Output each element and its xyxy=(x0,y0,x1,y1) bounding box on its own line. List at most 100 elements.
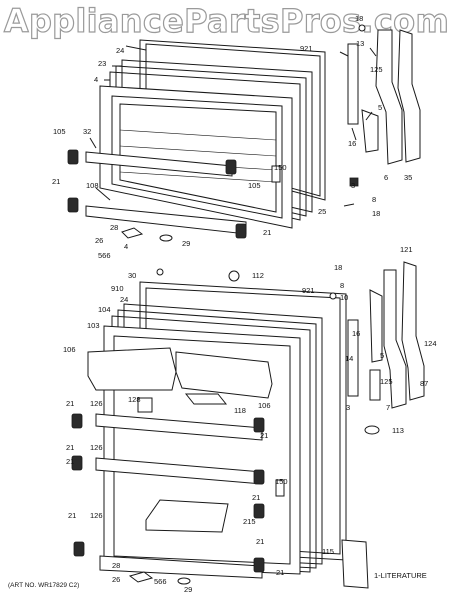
callout-13: 13 xyxy=(356,39,365,48)
dairy-bin-left xyxy=(87,347,177,391)
callout-21-j: 21 xyxy=(276,568,285,577)
callout-115: 115 xyxy=(322,547,334,556)
callout-7: 7 xyxy=(386,403,391,412)
callout-21-e: 21 xyxy=(260,431,269,440)
door-shelf-bottom xyxy=(99,555,263,579)
fresh-hinge-cover xyxy=(347,319,359,397)
shelf-clip-icon xyxy=(253,503,265,519)
shelf-clip-icon xyxy=(67,197,79,213)
shelf-clip-icon xyxy=(73,541,85,557)
callout-126-c: 126 xyxy=(90,511,103,520)
callout-105-b: 105 xyxy=(248,181,261,190)
callout-3: 3 xyxy=(351,181,356,190)
callout-126: 126 xyxy=(90,399,103,408)
callout-23: 23 xyxy=(98,59,107,68)
callout-21-c: 21 xyxy=(66,399,75,408)
callout-113: 113 xyxy=(392,426,404,435)
cam-150b-icon xyxy=(275,479,285,497)
plug-113-icon xyxy=(364,425,380,435)
fresh-food-door-assembly xyxy=(71,261,425,589)
callout-29-b: 29 xyxy=(184,585,193,594)
callout-921: 921 xyxy=(300,44,313,53)
callout-103: 103 xyxy=(87,321,100,330)
callout-18: 18 xyxy=(355,14,364,23)
cam-150-icon xyxy=(271,165,281,183)
screw-icon xyxy=(358,24,366,32)
freezer-hinge-cover xyxy=(347,43,359,125)
screw-921-icon xyxy=(329,292,337,300)
stop-block-icon xyxy=(349,177,359,187)
callout-566-b: 566 xyxy=(154,577,167,586)
callout-21-i: 21 xyxy=(256,537,265,546)
callout-566: 566 xyxy=(98,251,111,260)
plug-29-bottom-icon xyxy=(177,577,191,585)
callout-21: 21 xyxy=(52,177,61,186)
callout-150: 150 xyxy=(274,163,287,172)
callout-32: 32 xyxy=(83,127,92,136)
callout-108: 108 xyxy=(86,181,99,190)
callout-215: 215 xyxy=(243,517,256,526)
callout-105: 105 xyxy=(53,127,66,136)
callout-3-b: 3 xyxy=(346,403,351,412)
shelf-clip-icon xyxy=(235,223,247,239)
callout-26: 26 xyxy=(95,236,104,245)
callout-4: 4 xyxy=(94,75,99,84)
callout-118: 118 xyxy=(234,406,246,415)
plate-26-bottom-icon xyxy=(128,571,154,583)
callout-29: 29 xyxy=(182,239,191,248)
callout-24-b: 24 xyxy=(120,295,129,304)
shelf-clip-icon xyxy=(253,469,265,485)
callout-8-b: 8 xyxy=(340,281,345,290)
screw-30-icon xyxy=(156,268,164,276)
callout-5: 5 xyxy=(378,103,383,112)
callout-literature: 1-LITERATURE xyxy=(374,571,427,580)
callout-35: 35 xyxy=(404,173,413,182)
callout-112: 112 xyxy=(252,271,264,280)
literature-sheet xyxy=(341,539,369,589)
fresh-handle-121 xyxy=(401,261,425,401)
callout-10: 10 xyxy=(340,293,349,302)
hinge-128 xyxy=(137,397,153,413)
top-leader-lines xyxy=(89,45,377,207)
plate-26-icon xyxy=(121,227,144,239)
callout-18-c: 18 xyxy=(334,263,343,272)
callout-921-b: 921 xyxy=(302,286,315,295)
callout-124: 124 xyxy=(424,339,437,348)
shelf-clip-icon xyxy=(71,413,83,429)
cap-112-icon xyxy=(228,270,240,282)
shelf-clip-icon xyxy=(253,417,265,433)
hinge-bracket xyxy=(361,109,379,153)
shelf-clip-icon xyxy=(253,557,265,573)
callout-126-b: 126 xyxy=(90,443,103,452)
callout-14: 14 xyxy=(345,354,354,363)
shelf-clip-icon xyxy=(67,149,79,165)
callout-18-b: 18 xyxy=(372,209,381,218)
freezer-shelf-upper xyxy=(85,151,233,177)
hinge-bracket-5 xyxy=(369,289,383,363)
callout-150-b: 150 xyxy=(275,477,288,486)
callout-21-f: 21 xyxy=(66,457,75,466)
callout-104: 104 xyxy=(98,305,111,314)
fresh-handle-7 xyxy=(383,269,407,409)
callout-8: 8 xyxy=(372,195,377,204)
watermark: AppliancePartsPros.com xyxy=(3,1,450,40)
art-number: (ART NO. WR17829 C2) xyxy=(8,582,80,589)
callout-121: 121 xyxy=(400,245,413,254)
callout-87: 87 xyxy=(420,379,429,388)
callout-125: 125 xyxy=(370,65,383,74)
callout-125-b: 125 xyxy=(380,377,393,386)
callout-106: 106 xyxy=(63,345,76,354)
callout-28: 28 xyxy=(110,223,119,232)
callout-26-b: 26 xyxy=(112,575,121,584)
shelf-clip-icon xyxy=(71,455,83,471)
callout-21-d: 21 xyxy=(66,443,75,452)
callout-106-b: 106 xyxy=(258,401,271,410)
callout-21-g: 21 xyxy=(252,493,261,502)
freezer-door-assembly xyxy=(67,24,421,242)
freezer-handle-35 xyxy=(397,29,421,163)
callout-30: 30 xyxy=(128,271,137,280)
callout-21-b: 21 xyxy=(263,228,272,237)
callout-128: 128 xyxy=(128,395,141,404)
